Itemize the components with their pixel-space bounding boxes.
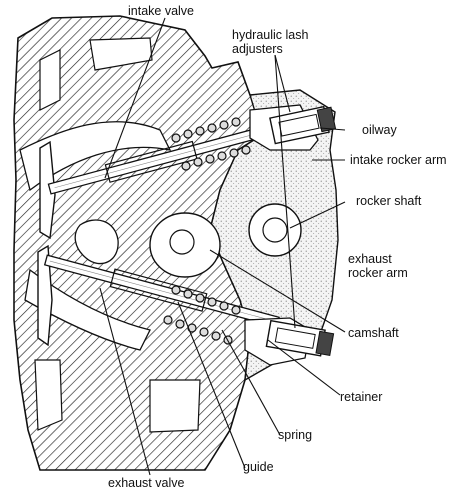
- label-exhaust: exhaust: [348, 252, 392, 266]
- exhaust-port: [24, 268, 151, 351]
- water-jacket: [89, 37, 153, 71]
- label-hydraulic-lash: hydraulic lash: [232, 28, 309, 42]
- intake-valve-head: [39, 140, 56, 240]
- intake-port: [19, 121, 172, 192]
- exhaust-spring: [163, 285, 241, 345]
- water-jacket: [34, 359, 63, 431]
- label-retainer: retainer: [340, 390, 383, 404]
- intake-spring: [171, 117, 251, 171]
- water-jacket: [39, 49, 61, 111]
- label-rocker-arm: rocker arm: [348, 266, 408, 280]
- camshaft-part: [149, 212, 221, 278]
- exhaust-valve-head: [37, 244, 53, 347]
- label-rocker-shaft: rocker shaft: [356, 194, 422, 208]
- intake-lash-adjuster: [269, 105, 337, 145]
- exhaust-lash-adjuster: [265, 319, 335, 357]
- leader-lines: [99, 17, 346, 476]
- water-jacket: [74, 219, 119, 265]
- exhaust-valve-guide: [109, 268, 208, 312]
- label-intake-valve: intake valve: [128, 4, 195, 18]
- label-intake-rocker-arm: intake rocker arm: [350, 153, 447, 167]
- label-camshaft: camshaft: [348, 326, 399, 340]
- label-adjusters: adjusters: [232, 42, 283, 56]
- label-oilway: oilway: [362, 123, 397, 137]
- label-spring: spring: [278, 428, 313, 442]
- label-exhaust-valve: exhaust valve: [108, 476, 185, 490]
- water-jacket: [149, 379, 201, 433]
- intake-valve-guide: [104, 140, 198, 183]
- label-guide: guide: [243, 460, 274, 474]
- rocker-shaft-part: [248, 203, 302, 257]
